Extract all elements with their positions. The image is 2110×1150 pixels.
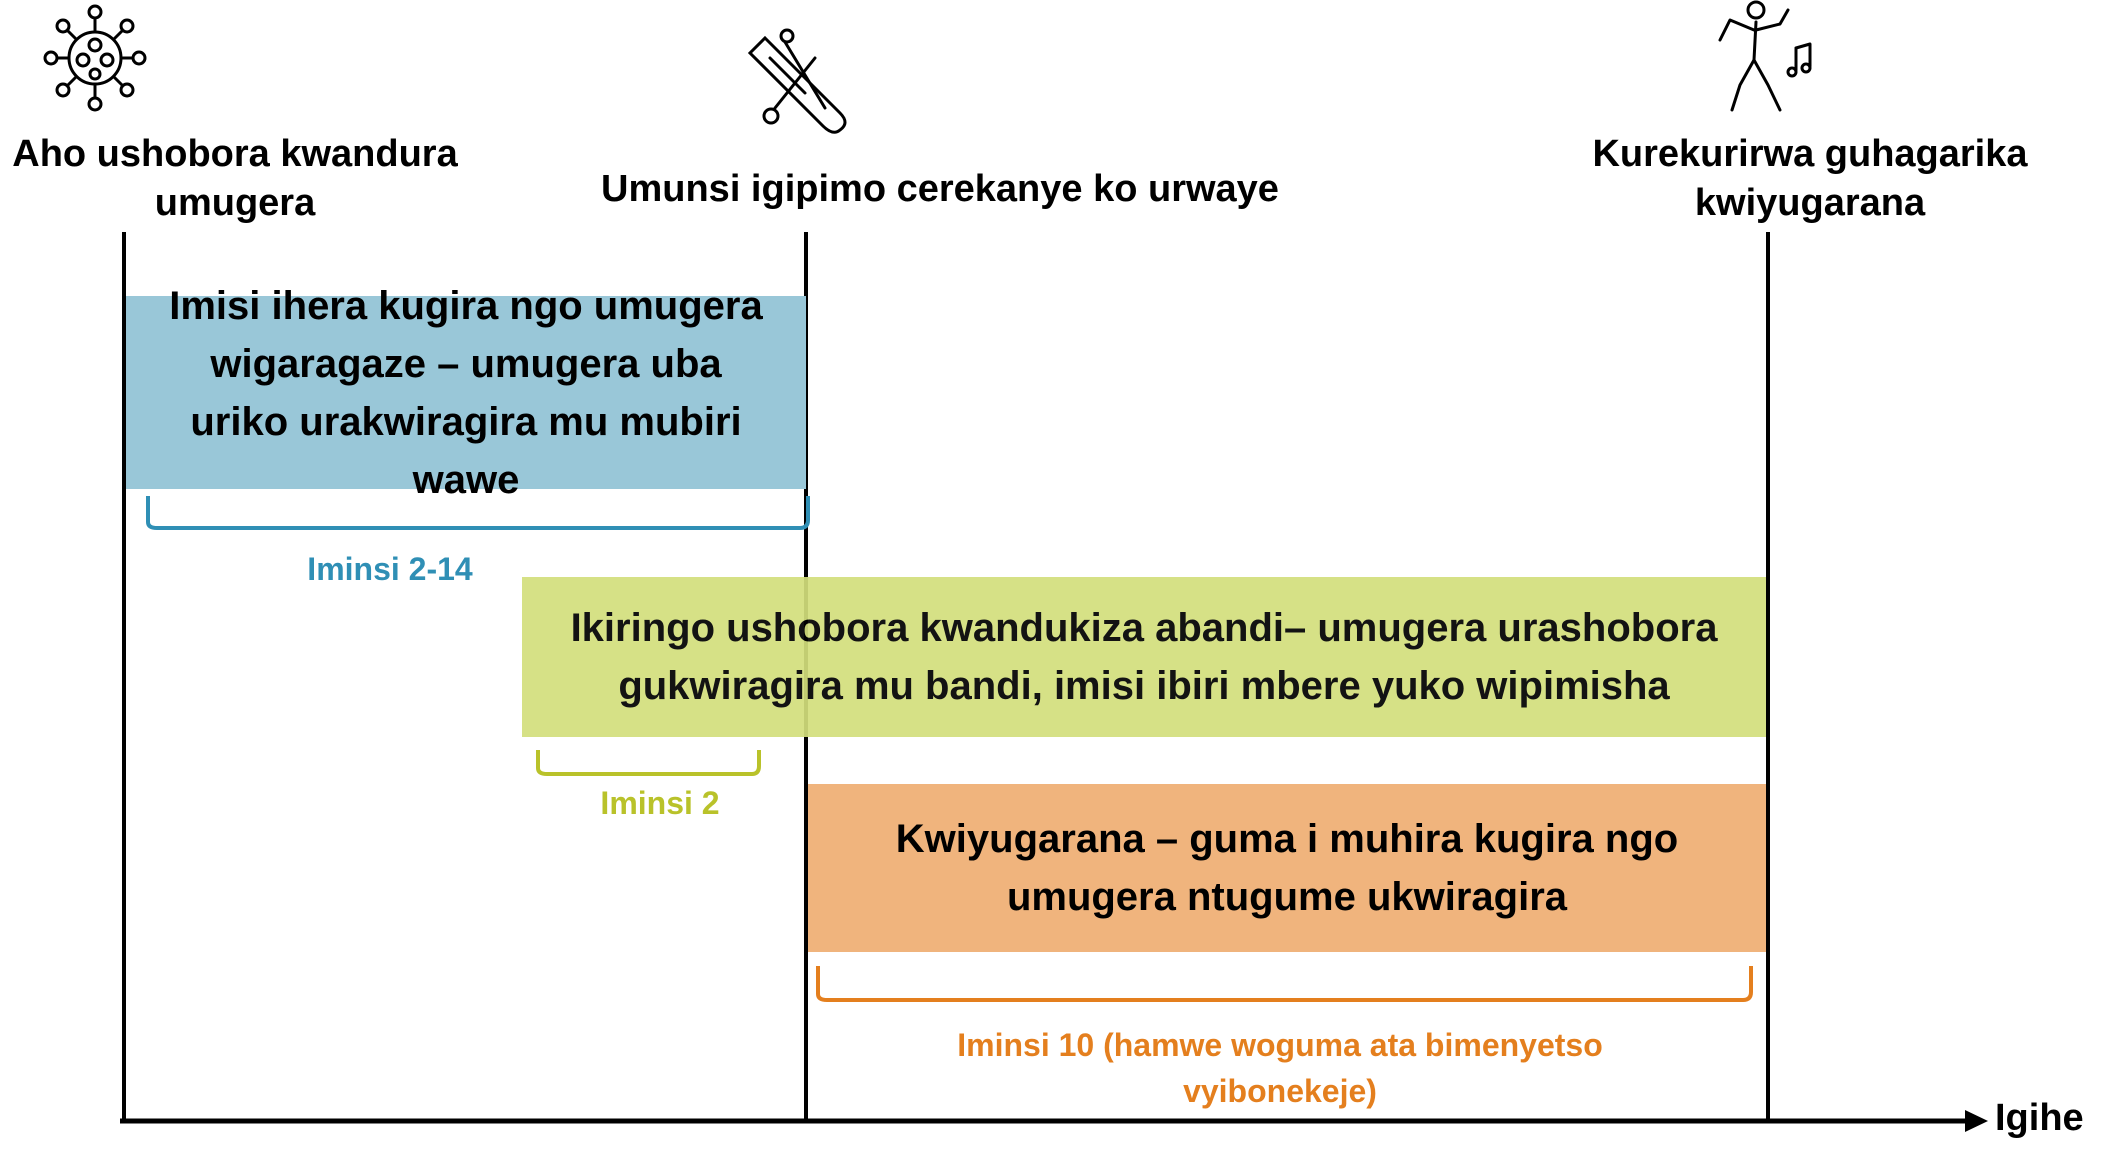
duration-isolation: Iminsi 10 (hamwe woguma ata bimenyetso v… bbox=[957, 1027, 1603, 1110]
time-axis-label: Igihe bbox=[1995, 1097, 2084, 1139]
vline-infection bbox=[122, 232, 126, 1120]
test-tube-icon bbox=[747, 28, 847, 134]
period-incubation: Imisi ihera kugira ngo umugera wigaragaz… bbox=[126, 284, 806, 502]
milestone-infection: Aho ushobora kwandura umugera bbox=[12, 133, 458, 225]
bracket-isolation bbox=[816, 966, 1753, 1002]
duration-contagious: Iminsi 2 bbox=[600, 785, 720, 821]
time-axis-arrow bbox=[120, 1110, 1988, 1132]
period-isolation: Kwiyugarana – guma i muhira kugira ngo u… bbox=[808, 784, 1766, 952]
duration-incubation: Iminsi 2-14 bbox=[307, 551, 473, 587]
bracket-incubation bbox=[146, 496, 810, 530]
milestone-release: Kurekurirwa guhagarika kwiyugarana bbox=[1592, 133, 2028, 225]
period-contagious: Ikiringo ushobora kwandukiza abandi– umu… bbox=[522, 577, 1766, 737]
virus-icon bbox=[43, 4, 147, 112]
dancing-person-icon bbox=[1718, 0, 1812, 112]
vline-release bbox=[1766, 232, 1770, 1120]
milestone-positive-test: Umunsi igipimo cerekanye ko urwaye bbox=[601, 168, 1279, 210]
bracket-contagious bbox=[536, 750, 761, 776]
